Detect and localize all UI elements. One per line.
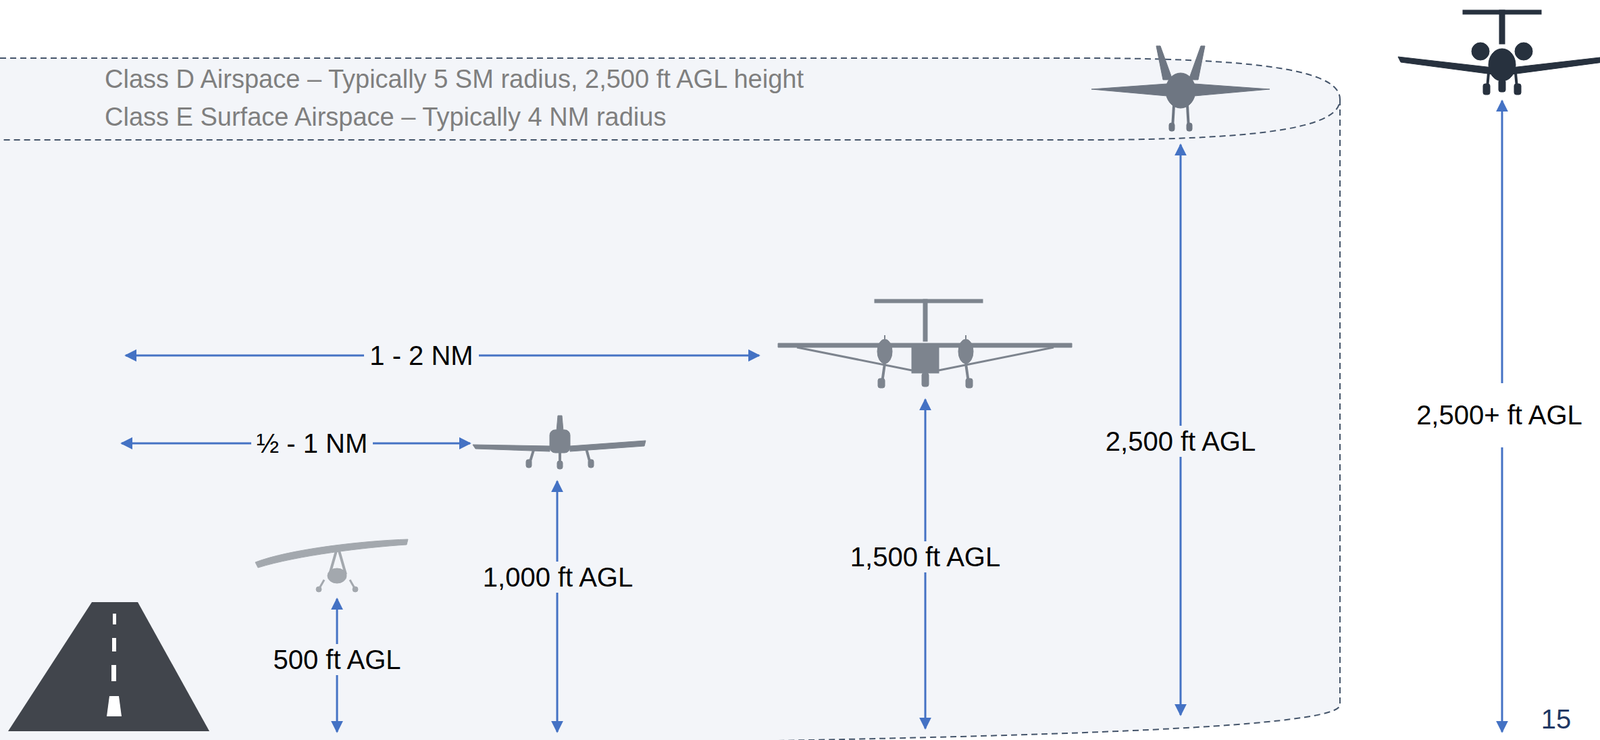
- fighter-aircraft: [1091, 45, 1270, 132]
- airspace-cylinder: [0, 58, 1340, 740]
- airspace-caption: Class E Surface Airspace – Typically 4 N…: [99, 102, 672, 133]
- distance-label: 1 - 2 NM: [364, 339, 479, 371]
- ultralight-aircraft: [255, 538, 408, 592]
- altitude-arrow: [1501, 100, 1504, 383]
- altitude-arrow: [556, 480, 559, 732]
- cylinder-top: [0, 58, 1340, 140]
- altitude-label: 2,500+ ft AGL: [1410, 399, 1588, 431]
- distance-label: ½ - 1 NM: [251, 427, 373, 459]
- airspace-caption: Class D Airspace – Typically 5 SM radius…: [99, 64, 810, 95]
- cylinder-side: [607, 99, 1340, 740]
- page-number: 15: [1535, 703, 1578, 735]
- turboprop-aircraft: [778, 299, 1072, 388]
- business-jet: [1398, 10, 1600, 95]
- altitude-label: 1,500 ft AGL: [844, 540, 1006, 573]
- altitude-label: 1,000 ft AGL: [477, 561, 639, 593]
- low-wing-aircraft: [472, 415, 646, 469]
- altitude-label: 2,500 ft AGL: [1100, 425, 1261, 457]
- altitude-arrow: [1501, 447, 1504, 732]
- altitude-label: 500 ft AGL: [267, 643, 406, 675]
- runway: [8, 601, 210, 731]
